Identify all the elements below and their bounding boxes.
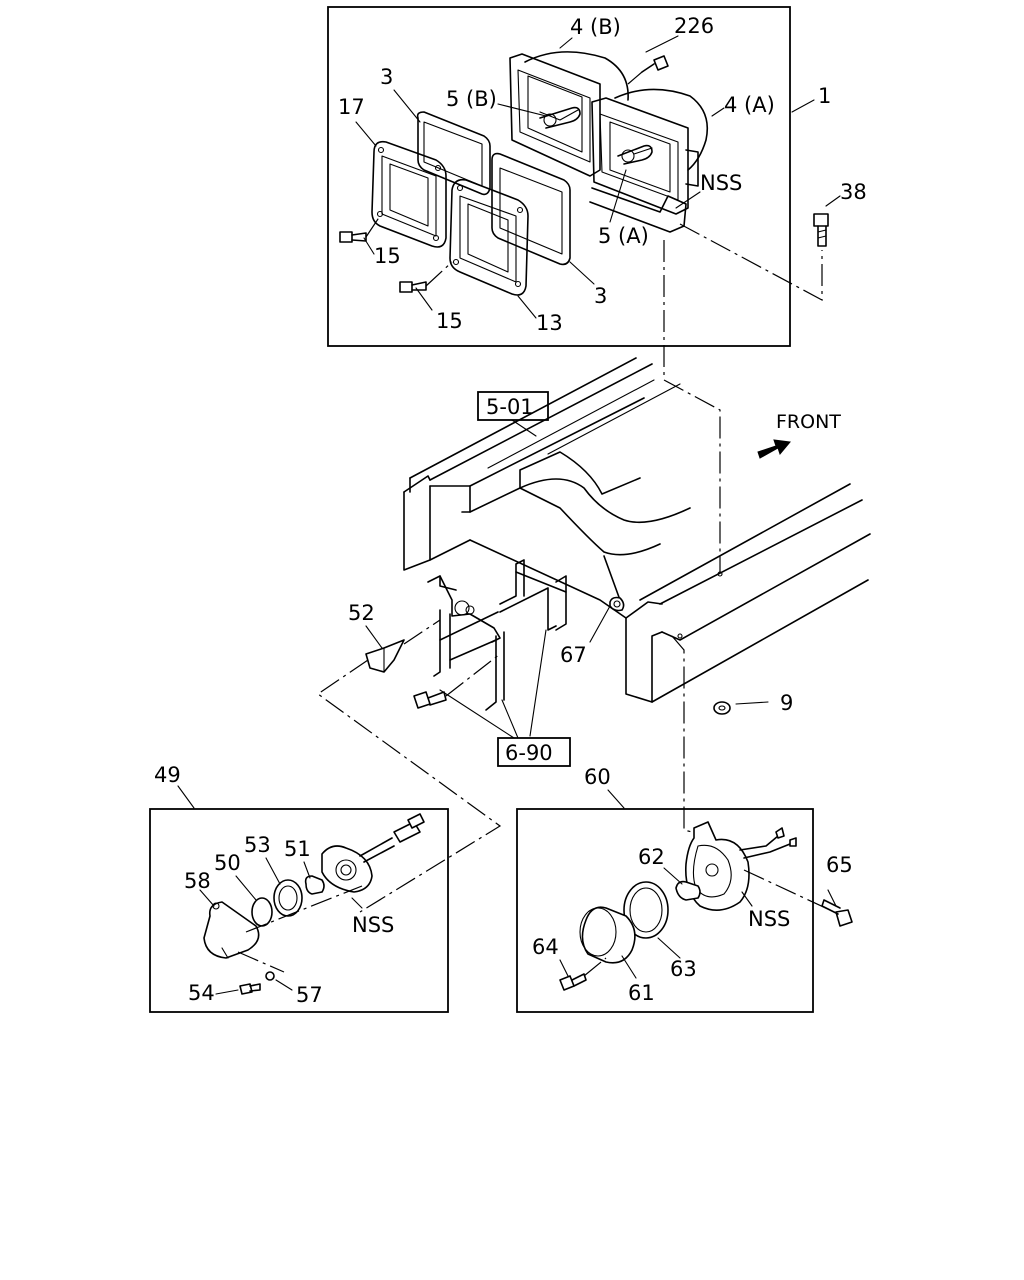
- callout-58: 58: [184, 869, 211, 893]
- lamp-60-housing: [684, 821, 797, 911]
- dash-bracket-to-bolt38: [679, 223, 823, 302]
- callout-9: 9: [780, 691, 793, 715]
- ref-6-90: 6-90: [505, 741, 553, 765]
- ref-box-5-01: [477, 391, 549, 421]
- frame-hole-right: [677, 633, 683, 639]
- bulb-51: [304, 875, 325, 895]
- bracket-bolt: [413, 653, 501, 709]
- callout-67: 67: [560, 643, 587, 667]
- dash-lamp60-to-bolt65: [743, 869, 831, 911]
- nss-label-right: NSS: [748, 907, 790, 931]
- screw-64: [559, 973, 587, 991]
- ref-690-leaders: [439, 629, 547, 739]
- lamp-60-box: [516, 808, 814, 1013]
- callout-17: 17: [338, 95, 365, 119]
- bracket-6-90: [427, 559, 567, 711]
- gasket-63: [623, 881, 669, 939]
- screw-15-upper: [339, 215, 381, 243]
- bezel-17: [371, 140, 447, 248]
- nut-9: [713, 701, 731, 715]
- lens-cover-58: [203, 901, 260, 959]
- washer-57: [265, 971, 275, 981]
- bulb-5a: [617, 144, 653, 165]
- callout-54: 54: [188, 981, 215, 1005]
- callout-61: 61: [628, 981, 655, 1005]
- clip-52: [365, 619, 441, 673]
- headlamp-bracket: [589, 187, 687, 233]
- callout-49: 49: [154, 763, 181, 787]
- dash-screw64: [583, 957, 607, 977]
- leader-lines-lamp49: [199, 857, 363, 995]
- lens-61: [579, 906, 636, 964]
- dash-bracket-to-frame: [663, 240, 721, 572]
- callout-4a: 4 (A): [724, 93, 775, 117]
- callout-53: 53: [244, 833, 271, 857]
- dash-frame-to-lamp60: [671, 635, 693, 833]
- bolt-38: [813, 213, 829, 247]
- leader-lines-middle: [365, 605, 769, 705]
- front-label: FRONT: [776, 411, 841, 433]
- dash-screw54: [237, 951, 285, 973]
- ref-5-01: 5-01: [486, 395, 534, 419]
- screw-15-lower: [399, 261, 453, 293]
- callout-57: 57: [296, 983, 323, 1007]
- callout-52: 52: [348, 601, 375, 625]
- lens-50: [251, 897, 273, 927]
- lamp-49-housing: [321, 813, 425, 893]
- headlamp-assembly-box: [327, 6, 791, 347]
- callout-13: 13: [536, 311, 563, 335]
- callout-15-lower: 15: [436, 309, 463, 333]
- seal-53: [273, 879, 303, 917]
- callout-4b: 4 (B): [570, 15, 621, 39]
- screw-226: [627, 55, 669, 85]
- headlamp-housing-4a: [591, 88, 709, 215]
- leader-lines-top: [355, 35, 841, 319]
- nss-label-top: NSS: [700, 171, 742, 195]
- callout-65: 65: [826, 853, 853, 877]
- callout-50: 50: [214, 851, 241, 875]
- dash-clip-to-lamp49: [316, 659, 502, 913]
- gasket-3-lower: [491, 152, 571, 266]
- nss-label-left: NSS: [352, 913, 394, 937]
- bezel-13: [449, 178, 529, 296]
- callout-3-upper: 3: [380, 65, 393, 89]
- dash-lamp49-axis: [245, 885, 363, 933]
- frame-hole: [717, 571, 723, 577]
- callout-226: 226: [674, 14, 714, 38]
- lamp-49-box: [149, 808, 449, 1013]
- front-arrow-icon: [757, 439, 791, 459]
- screw-54: [239, 983, 261, 995]
- bolt-65: [821, 899, 853, 927]
- headlamp-tab: [685, 149, 699, 187]
- callout-38: 38: [840, 180, 867, 204]
- callout-3-lower: 3: [594, 284, 607, 308]
- callout-51: 51: [284, 837, 311, 861]
- callout-15-upper: 15: [374, 244, 401, 268]
- ref-box-6-90: [497, 737, 571, 767]
- callout-5b: 5 (B): [446, 87, 497, 111]
- leader-lines-lamp60: [559, 867, 837, 979]
- callout-64: 64: [532, 935, 559, 959]
- callout-1: 1: [818, 84, 831, 108]
- leader-60: [607, 789, 625, 809]
- callout-62: 62: [638, 845, 665, 869]
- chassis-frame: [403, 357, 871, 703]
- ref-501-leader: [511, 419, 537, 437]
- nut-67: [609, 596, 625, 612]
- callout-60: 60: [584, 765, 611, 789]
- callout-5a: 5 (A): [598, 224, 649, 248]
- callout-63: 63: [670, 957, 697, 981]
- headlamp-housing-4b: [509, 51, 629, 177]
- leader-49: [177, 785, 195, 809]
- bulb-5b: [539, 106, 581, 129]
